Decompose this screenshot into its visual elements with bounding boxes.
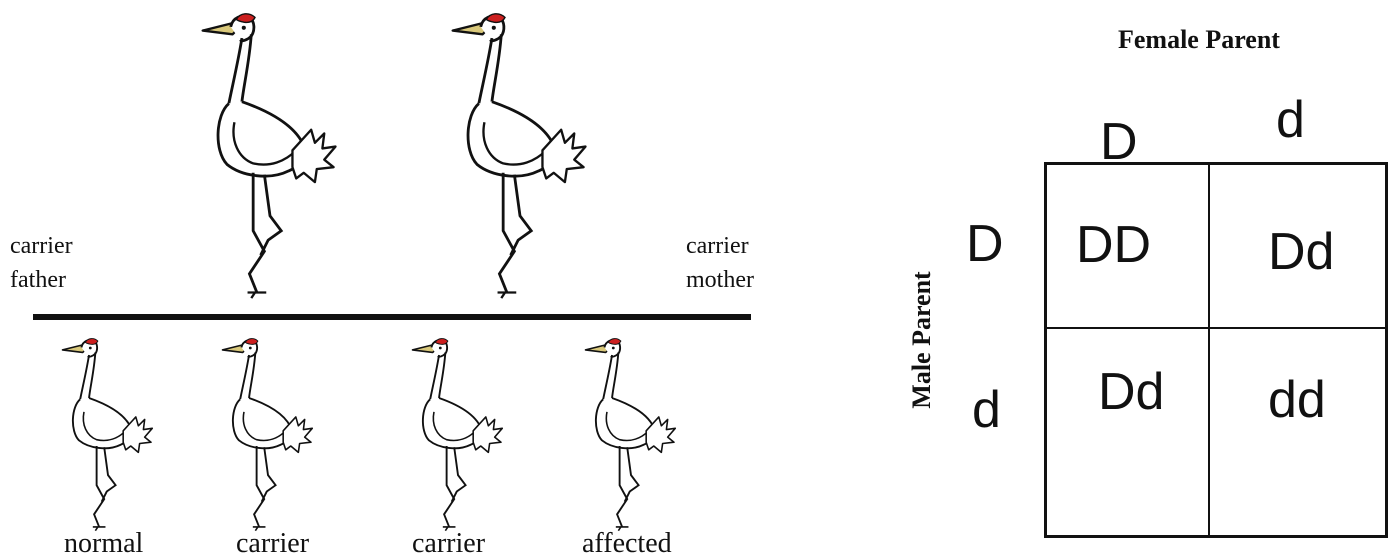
male-parent-title: Male Parent — [907, 271, 937, 408]
father-label: carrier father — [10, 229, 73, 297]
offspring-crane-4 — [575, 336, 687, 532]
offspring-crane-1 — [52, 336, 164, 532]
male-allele-1: D — [966, 214, 1004, 274]
father-label-line-1: carrier — [10, 229, 73, 263]
offspring-label-normal: normal — [64, 528, 143, 560]
cell-dd-lower: dd — [1268, 370, 1326, 430]
female-allele-2: d — [1276, 90, 1305, 150]
offspring-label-carrier-1: carrier — [236, 528, 309, 560]
punnett-grid-horizontal-line — [1044, 327, 1388, 329]
cell-dd-mixed-top-right: Dd — [1268, 222, 1334, 282]
mother-label: carrier mother — [686, 229, 754, 297]
offspring-label-affected: affected — [582, 528, 672, 560]
offspring-label-carrier-2: carrier — [412, 528, 485, 560]
female-parent-title: Female Parent — [1118, 25, 1280, 55]
father-label-line-2: father — [10, 263, 73, 297]
generation-divider — [33, 314, 751, 320]
offspring-crane-2 — [212, 336, 324, 532]
mother-label-line-1: carrier — [686, 229, 754, 263]
offspring-crane-3 — [402, 336, 514, 532]
mother-label-line-2: mother — [686, 263, 754, 297]
male-allele-2: d — [972, 380, 1001, 440]
mother-crane-illustration — [440, 10, 600, 300]
punnett-grid-vertical-line — [1208, 162, 1210, 538]
father-crane-illustration — [190, 10, 350, 300]
cell-dd-upper: DD — [1076, 215, 1151, 275]
cell-dd-mixed-bottom-left: Dd — [1098, 362, 1164, 422]
